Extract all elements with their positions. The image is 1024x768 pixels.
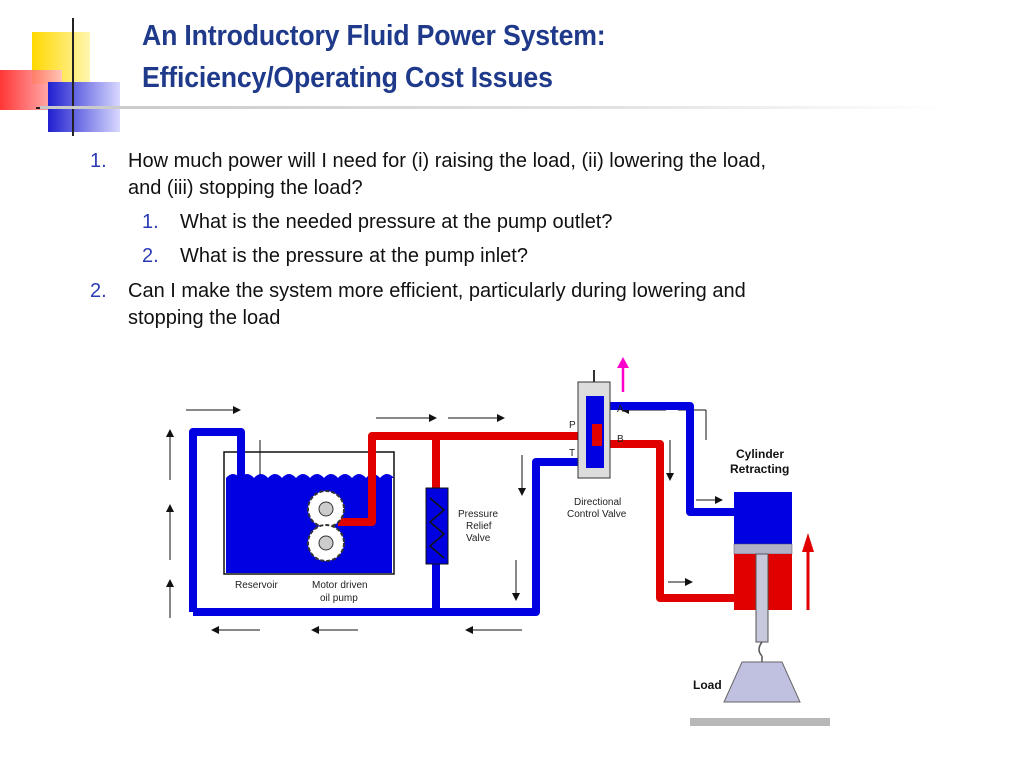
port-t-label: T bbox=[569, 448, 575, 459]
pump-label-line-1: Motor driven bbox=[312, 580, 368, 591]
cylinder-label-line-2: Retracting bbox=[730, 462, 789, 476]
gear-pump: Motor driven oil pump bbox=[307, 490, 368, 604]
hydraulic-cylinder: Cylinder Retracting bbox=[730, 447, 814, 643]
sub-bullet-number: 1. bbox=[142, 211, 159, 233]
port-a-label: A bbox=[617, 404, 624, 415]
port-b-label: B bbox=[617, 434, 624, 445]
load: Load bbox=[690, 641, 830, 726]
slide-title-line-1: An Introductory Fluid Power System: bbox=[142, 20, 606, 52]
hydraulic-circuit-diagram: Reservoir Motor driven oil pump bbox=[166, 357, 830, 726]
bullet-text-line-1: How much power will I need for (i) raisi… bbox=[128, 150, 767, 172]
relief-label-line-2: Relief bbox=[466, 521, 492, 532]
pump-label-line-2: oil pump bbox=[320, 593, 358, 604]
relief-label-line-3: Valve bbox=[466, 533, 491, 544]
relief-label-line-1: Pressure bbox=[458, 509, 498, 520]
bullet-number: 2. bbox=[90, 280, 107, 302]
sub-bullet-text: What is the pressure at the pump inlet? bbox=[180, 245, 528, 267]
pressure-lines bbox=[338, 432, 740, 602]
pressure-relief-valve: Pressure Relief Valve bbox=[425, 487, 498, 565]
sub-bullet-number: 2. bbox=[142, 245, 159, 267]
bullet-number: 1. bbox=[90, 150, 107, 172]
cylinder-label-line-1: Cylinder bbox=[736, 447, 784, 461]
corner-decoration bbox=[0, 18, 140, 136]
title-divider bbox=[40, 106, 950, 109]
sub-bullet-text: What is the needed pressure at the pump … bbox=[180, 211, 613, 233]
return-lines bbox=[189, 402, 740, 616]
slide-title-line-2: Efficiency/Operating Cost Issues bbox=[142, 62, 553, 94]
load-label: Load bbox=[693, 678, 722, 692]
dcv-label-line-1: Directional bbox=[574, 497, 621, 508]
bullet-text-line-2: and (iii) stopping the load? bbox=[128, 177, 363, 199]
port-p-label: P bbox=[569, 420, 576, 431]
dcv-label-line-2: Control Valve bbox=[567, 509, 627, 520]
directional-control-valve: P T A B Directional Control Valve bbox=[567, 357, 629, 520]
bullet-text-line-1: Can I make the system more efficient, pa… bbox=[128, 280, 746, 302]
reservoir-label: Reservoir bbox=[235, 580, 278, 591]
bullet-text-line-2: stopping the load bbox=[128, 307, 281, 329]
